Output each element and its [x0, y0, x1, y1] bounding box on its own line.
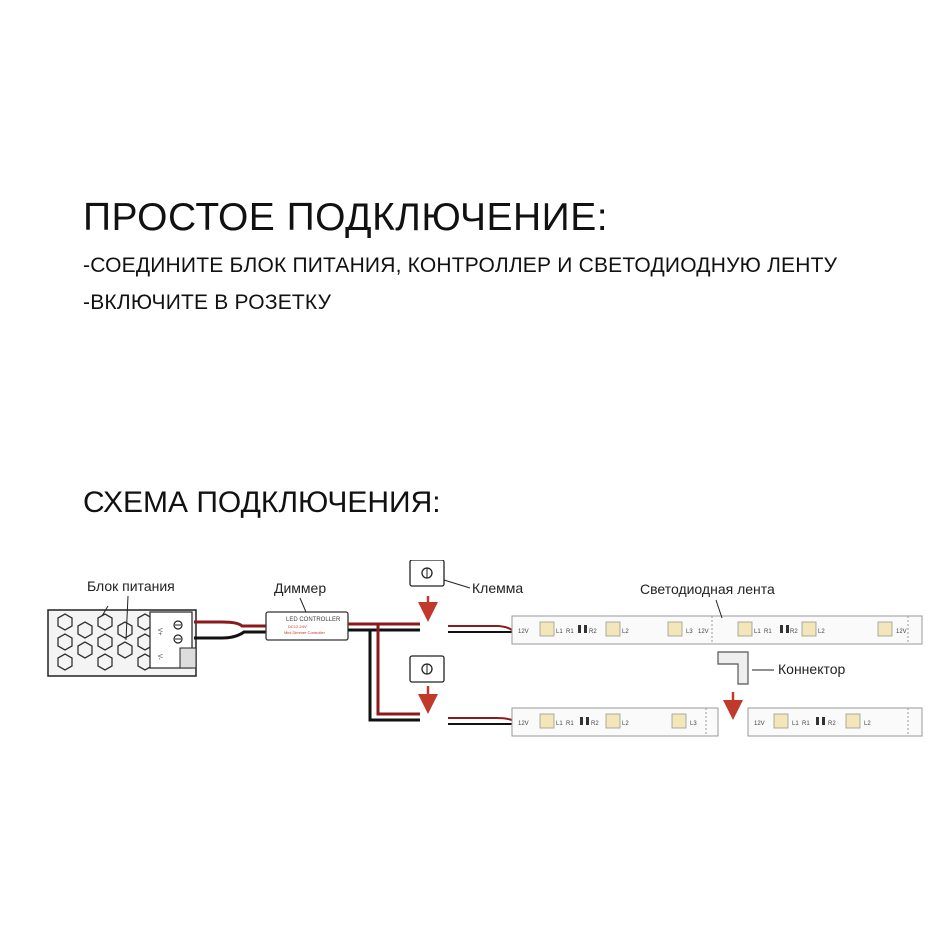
- terminal-vplus: V+: [156, 628, 162, 636]
- strip-mark: R2: [591, 721, 599, 727]
- strip-mark: 12V: [518, 629, 529, 635]
- power-supply-label: Блок питания: [87, 578, 175, 594]
- strip-mark: R1: [802, 721, 810, 727]
- strip-mark: R1: [566, 629, 574, 635]
- page-title: ПРОСТОЕ ПОДКЛЮЧЕНИЕ:: [83, 196, 609, 239]
- led-strip-bottom-right: 12V L1 R1 R2 L2: [747, 707, 923, 737]
- connection-diagram: V+ V- Блок питания LED CONTROLLER DC12-2…: [47, 560, 923, 737]
- connector-label: Коннектор: [778, 661, 846, 677]
- dimmer-text-2: DC12-24V: [288, 624, 307, 629]
- strip-mark: L2: [864, 721, 871, 727]
- strip-mark: L1: [556, 629, 563, 635]
- strip-mark: L2: [818, 629, 825, 635]
- strip-mark: L1: [792, 721, 799, 727]
- strip-mark: 12V: [518, 721, 529, 727]
- terminal-vminus: V-: [156, 654, 162, 660]
- strip-mark: L3: [690, 721, 697, 727]
- strip-mark: R1: [764, 629, 772, 635]
- strip-mark: R2: [589, 629, 597, 635]
- strip-mark: R2: [828, 721, 836, 727]
- connector: Коннектор: [717, 651, 846, 720]
- strip-mark: R1: [566, 721, 574, 727]
- strip-mark: L2: [622, 721, 629, 727]
- dimmer-text-1: LED CONTROLLER: [286, 617, 341, 623]
- dimmer-text-3: Mini Dimmer Controller: [284, 630, 326, 635]
- power-supply: V+ V- Блок питания: [47, 578, 197, 677]
- led-strip-bottom-left: L1 R1 R2 L2 L3 12V: [511, 707, 719, 737]
- dimmer-label: Диммер: [274, 580, 326, 596]
- strip-mark: L3: [686, 629, 693, 635]
- terminal-top: Клемма: [409, 560, 523, 622]
- instruction-step-1: -СОЕДИНИТЕ БЛОК ПИТАНИЯ, КОНТРОЛЛЕР И СВ…: [83, 254, 838, 277]
- strip-mark: 12V: [754, 721, 765, 727]
- led-strip-top: L1 R1 R2 L2 L3 12V L1 R1 R2 L2 12V 12V С…: [511, 581, 923, 645]
- strip-mark: 12V: [896, 629, 907, 635]
- strip-mark: L1: [754, 629, 761, 635]
- scheme-title: СХЕМА ПОДКЛЮЧЕНИЯ:: [83, 486, 441, 519]
- terminal-label: Клемма: [472, 580, 523, 596]
- strip-mark: L2: [622, 629, 629, 635]
- strip-mark: R2: [790, 629, 798, 635]
- instruction-step-2: -ВКЛЮЧИТЕ В РОЗЕТКУ: [83, 291, 332, 314]
- strip-mark: 12V: [698, 629, 709, 635]
- strip-mark: L1: [556, 721, 563, 727]
- terminal-bottom: [409, 655, 445, 714]
- led-strip-label: Светодиодная лента: [640, 581, 775, 597]
- dimmer: LED CONTROLLER DC12-24V Mini Dimmer Cont…: [265, 580, 349, 641]
